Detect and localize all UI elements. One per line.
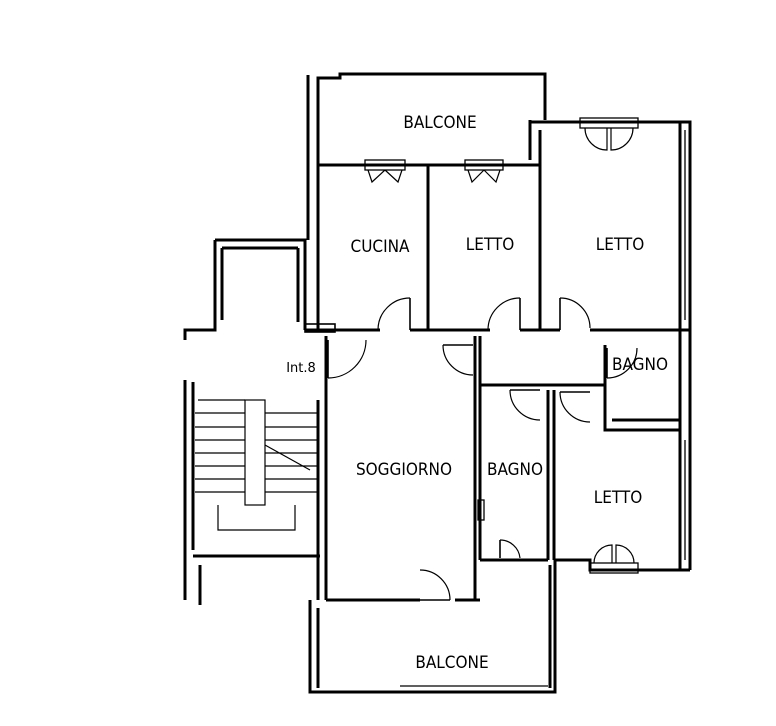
doors: [327, 297, 638, 601]
staircase: [195, 399, 318, 531]
interior-walls: [304, 130, 690, 602]
room-labels: BALCONE CUCINA LETTO LETTO BAGNO SOGGIOR…: [286, 113, 668, 673]
label-entrance: Int.8: [286, 361, 316, 376]
label-letto-3: LETTO: [594, 488, 643, 508]
label-soggiorno: SOGGIORNO: [356, 460, 452, 480]
label-balcone-top: BALCONE: [403, 113, 476, 133]
label-letto-1: LETTO: [466, 235, 515, 255]
label-cucina: CUCINA: [351, 237, 411, 257]
label-bagno-1: BAGNO: [612, 355, 668, 375]
label-bagno-2: BAGNO: [487, 460, 543, 480]
label-letto-2: LETTO: [596, 235, 645, 255]
outer-walls: [183, 72, 692, 694]
windows: [364, 117, 686, 687]
label-balcone-bottom: BALCONE: [415, 653, 488, 673]
